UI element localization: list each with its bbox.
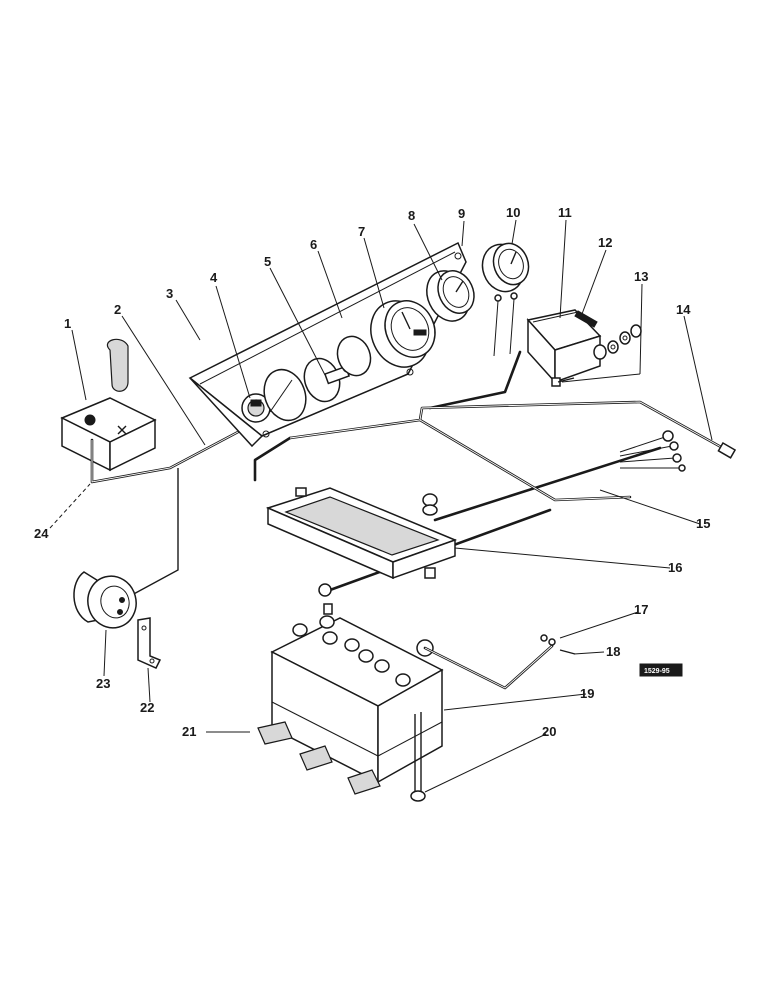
battery-tray (265, 487, 458, 597)
callout-2: 2 (114, 302, 121, 317)
horn-bracket (137, 617, 162, 669)
callout-24: 24 (34, 526, 49, 541)
callout-10: 10 (506, 205, 520, 220)
large-gauge (370, 300, 436, 368)
callout-9: 9 (458, 206, 465, 221)
gauge-10 (481, 242, 530, 293)
leader-lines (49, 219, 713, 793)
gauge-8 (426, 270, 475, 322)
horn (73, 571, 137, 629)
battery-pads (257, 721, 381, 795)
key-switch (241, 393, 271, 423)
reference-code: 1529-95 (644, 668, 670, 675)
switch-wire (90, 430, 240, 597)
grommet (422, 493, 438, 516)
callout-12: 12 (598, 235, 612, 250)
battery (270, 603, 444, 784)
callout-11: 11 (558, 205, 572, 220)
callout-6: 6 (310, 237, 317, 252)
reference-code-box: 1529-95 (639, 663, 683, 677)
washers-nuts (593, 324, 642, 360)
regulator-bolt (551, 377, 575, 387)
callout-19: 19 (580, 686, 594, 701)
callout-labels: 1 2 3 4 5 6 7 8 9 10 11 12 13 14 15 16 1… (34, 205, 710, 739)
callout-15: 15 (696, 516, 710, 531)
hold-down-rod (410, 712, 426, 802)
callout-4: 4 (210, 270, 218, 285)
callout-8: 8 (408, 208, 415, 223)
callout-21: 21 (182, 724, 196, 739)
callout-23: 23 (96, 676, 110, 691)
callout-1: 1 (64, 316, 71, 331)
voltage-regulator (526, 309, 602, 384)
callout-16: 16 (668, 560, 682, 575)
panel-screws (493, 292, 518, 357)
callout-17: 17 (634, 602, 648, 617)
callout-20: 20 (542, 724, 556, 739)
callout-14: 14 (676, 302, 691, 317)
main-switch (60, 338, 157, 472)
callout-18: 18 (606, 644, 620, 659)
instrument-panel (188, 241, 467, 448)
callout-5: 5 (264, 254, 271, 269)
battery-cable (416, 634, 576, 690)
light-switch (263, 335, 372, 422)
callout-7: 7 (358, 224, 365, 239)
callout-22: 22 (140, 700, 154, 715)
callout-13: 13 (634, 269, 648, 284)
callout-3: 3 (166, 286, 173, 301)
